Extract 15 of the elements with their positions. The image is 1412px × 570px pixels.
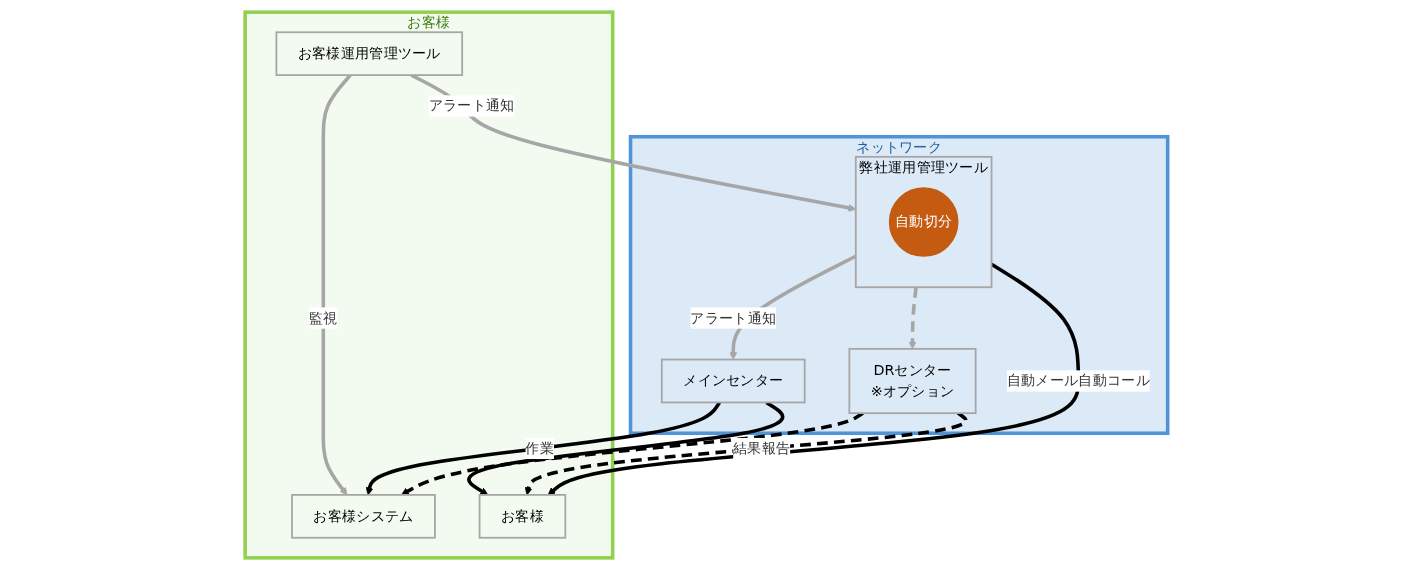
arrow [365, 401, 721, 496]
arrow [547, 262, 1080, 496]
edge-label: アラート通知 [689, 309, 776, 327]
arrow [908, 287, 918, 350]
edge-label: 監視 [308, 309, 338, 327]
node-box: お客様運用管理ツール [275, 31, 463, 76]
node-circle: 自動切分 [888, 187, 959, 257]
edge-label: 作業 [525, 439, 554, 457]
node-box: お客様 [478, 494, 566, 539]
edge-label: アラート通知 [428, 97, 515, 114]
node-box: メインセンター [660, 358, 806, 404]
edge-label: 結果報告 [732, 439, 790, 457]
node-box: お客様システム [290, 494, 436, 539]
node-box: DRセンター ※オプション [848, 347, 977, 415]
edge-label: 自動メール自動コール [1006, 372, 1150, 390]
